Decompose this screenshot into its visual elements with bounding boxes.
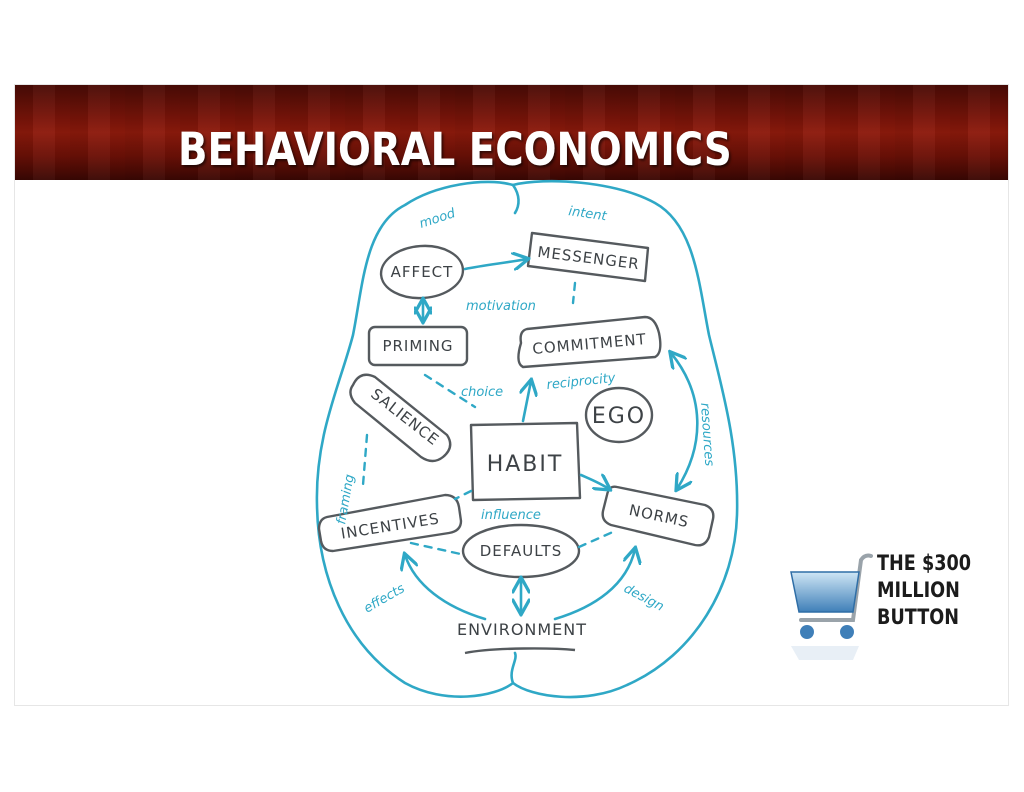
node-commitment: COMMITMENT	[517, 315, 662, 369]
label-resources: resources	[697, 402, 716, 467]
arrow-norms-commitment	[671, 353, 699, 489]
node-incentives: INCENTIVES	[317, 493, 463, 553]
link-messenger-commitment	[571, 281, 577, 305]
slide: BEHAVIORAL ECONOMICS AFFECT MESSENGER PR…	[15, 85, 1008, 705]
label-motivation: motivation	[466, 299, 536, 314]
label-design: design	[621, 581, 666, 614]
node-defaults-label: DEFAULTS	[480, 542, 563, 560]
link-salience-incentives	[361, 433, 369, 487]
node-priming: PRIMING	[367, 325, 469, 367]
label-effects: effects	[362, 581, 408, 616]
label-reciprocity: reciprocity	[546, 371, 617, 393]
node-environment: ENVIRONMENT	[457, 620, 587, 655]
promo-text: THE $300 MILLION BUTTON	[877, 550, 971, 631]
arrow-environment-incentives	[405, 555, 487, 621]
node-norms: NORMS	[601, 485, 715, 547]
brain-diagram: AFFECT MESSENGER PRIMING COMMITMENT SALI…	[315, 179, 739, 699]
label-mood: mood	[418, 206, 458, 232]
node-habit-label: HABIT	[487, 452, 564, 477]
brain-outline	[315, 179, 739, 699]
promo-300-million-button: THE $300 MILLION BUTTON	[785, 550, 1005, 695]
promo-line-3: BUTTON	[877, 605, 960, 629]
arrow-habit-norms	[579, 475, 609, 489]
arrow-environment-norms	[553, 549, 635, 621]
link-habit-incentives	[453, 489, 473, 501]
title-banner	[15, 85, 1008, 180]
brain-midline-bottom	[510, 651, 517, 685]
node-affect-label: AFFECT	[391, 263, 454, 281]
label-choice: choice	[461, 385, 503, 400]
environment-underline	[464, 647, 576, 655]
promo-line-2: MILLION	[877, 578, 960, 602]
promo-line-1: THE $300	[877, 551, 972, 575]
brain-midline-top	[511, 183, 520, 215]
link-priming-habit	[423, 373, 477, 409]
arrow-affect-messenger	[463, 259, 527, 269]
node-ego-label: EGO	[592, 404, 646, 429]
label-intent: intent	[567, 204, 608, 224]
arrow-habit-commitment	[523, 381, 531, 423]
shopping-cart-icon	[790, 553, 873, 660]
node-affect: AFFECT	[379, 244, 465, 300]
node-defaults: DEFAULTS	[461, 523, 581, 579]
node-priming-label: PRIMING	[382, 337, 453, 355]
node-messenger: MESSENGER	[526, 231, 650, 283]
node-habit: HABIT	[469, 421, 582, 502]
node-environment-label: ENVIRONMENT	[457, 620, 587, 639]
node-ego: EGO	[584, 386, 654, 444]
slide-title: BEHAVIORAL ECONOMICS	[178, 123, 732, 176]
link-defaults-norms	[577, 529, 617, 549]
link-incentives-defaults	[409, 541, 467, 557]
label-influence: influence	[481, 508, 541, 523]
